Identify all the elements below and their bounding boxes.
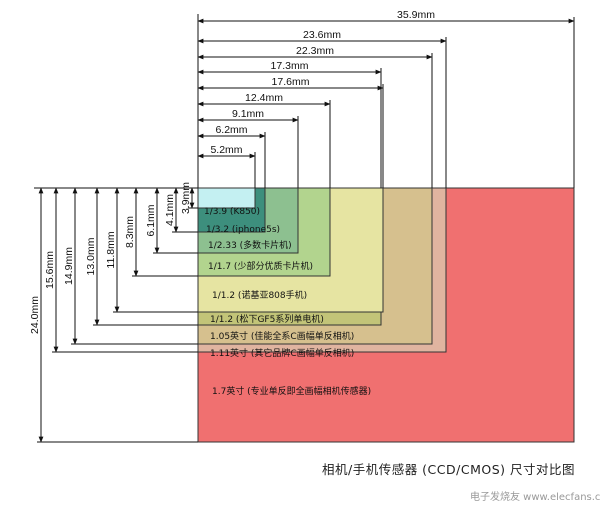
sensor-labels: 1.7英寸 (专业单反即全画幅相机传感器) 1.11英寸 (其它品牌C画幅单反相机…: [204, 207, 371, 397]
sensor-label-7: 1/3.2 (iphone5s): [206, 225, 280, 235]
width-value-1: 23.6mm: [303, 29, 341, 41]
height-value-8: 3.9mm: [180, 182, 192, 214]
width-value-5: 12.4mm: [245, 92, 283, 104]
height-value-3: 13.0mm: [85, 237, 97, 275]
sensor-label-0: 1.7英寸 (专业单反即全画幅相机传感器): [212, 385, 371, 397]
height-value-6: 6.1mm: [145, 204, 157, 236]
height-value-2: 14.9mm: [63, 247, 75, 285]
sensor-label-4: 1/1.2 (诺基亚808手机): [212, 289, 307, 301]
sensor-label-6: 1/2.33 (多数卡片机): [208, 239, 292, 251]
sensor-label-5: 1/1.7 (少部分优质卡片机): [208, 260, 313, 272]
width-value-2: 22.3mm: [296, 45, 334, 57]
width-value-3: 17.3mm: [271, 60, 309, 72]
height-value-0: 24.0mm: [29, 296, 41, 334]
height-value-5: 8.3mm: [124, 216, 136, 248]
sensor-label-8: 1/3.9 (K850): [204, 207, 260, 217]
height-value-7: 4.1mm: [164, 194, 176, 226]
sensor-label-1: 1.11英寸 (其它品牌C画幅单反相机): [210, 347, 354, 359]
width-value-4: 17.6mm: [272, 76, 310, 88]
diagram-caption: 相机/手机传感器 (CCD/CMOS) 尺寸对比图: [322, 462, 575, 477]
height-value-1: 15.6mm: [44, 251, 56, 289]
sensor-rectangles: [197, 187, 575, 443]
sensor-label-2: 1.05英寸 (佳能全系C画幅单反相机): [210, 330, 354, 342]
width-value-0: 35.9mm: [397, 9, 435, 21]
sensor-rect-8: [197, 187, 256, 209]
width-value-6: 9.1mm: [232, 108, 264, 120]
width-value-8: 5.2mm: [210, 144, 242, 156]
height-value-4: 11.8mm: [105, 231, 117, 268]
sensor-label-3: 1/1.2 (松下GF5系列单电机): [210, 313, 324, 325]
watermark: 电子发烧友 www.elecfans.com: [470, 490, 600, 503]
width-dimension-lines: 35.9mm 23.6mm 22.3mm 17.3mm 17.6mm 12.4mm 9.1m…: [197, 9, 575, 188]
width-value-7: 6.2mm: [215, 124, 247, 136]
